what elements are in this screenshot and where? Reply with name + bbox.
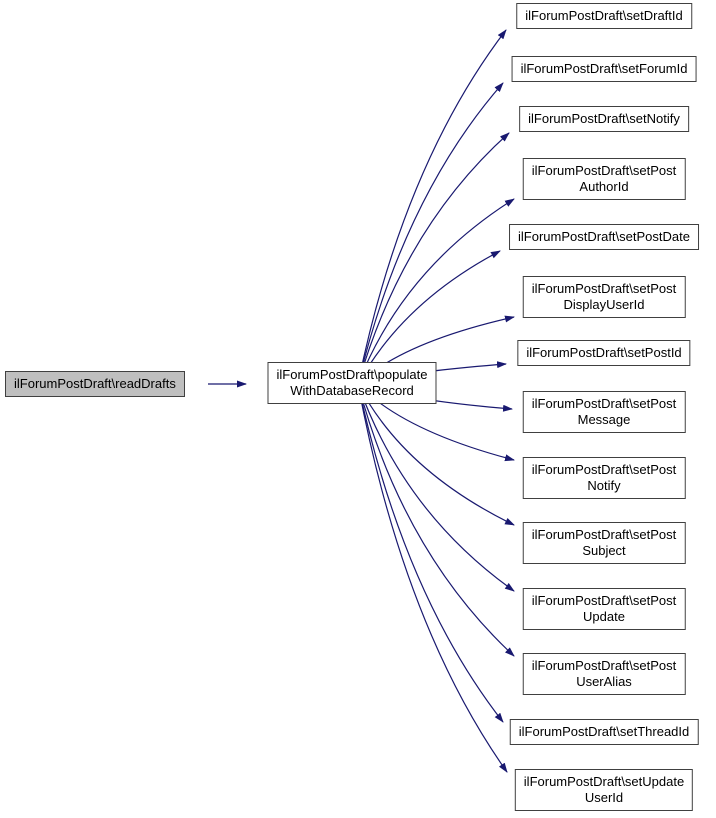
node-setPostSubject[interactable]: ilForumPostDraft\setPost Subject <box>522 522 686 564</box>
node-setPostNotify[interactable]: ilForumPostDraft\setPost Notify <box>522 457 686 499</box>
node-setPostAuthorId[interactable]: ilForumPostDraft\setPost AuthorId <box>522 158 686 200</box>
node-setForumId[interactable]: ilForumPostDraft\setForumId <box>511 56 697 82</box>
node-setThreadId[interactable]: ilForumPostDraft\setThreadId <box>509 719 699 745</box>
node-setPostId[interactable]: ilForumPostDraft\setPostId <box>517 340 691 366</box>
node-setUpdateUserId[interactable]: ilForumPostDraft\setUpdate UserId <box>514 769 694 811</box>
call-edge-setNotify <box>357 132 510 385</box>
node-setPostDate[interactable]: ilForumPostDraft\setPostDate <box>509 224 699 250</box>
call-edge-setPostSubject <box>357 383 515 526</box>
node-setPostUserAlias[interactable]: ilForumPostDraft\setPost UserAlias <box>522 653 686 695</box>
node-setPostUpdate[interactable]: ilForumPostDraft\setPost Update <box>522 588 686 630</box>
node-setNotify[interactable]: ilForumPostDraft\setNotify <box>519 106 689 132</box>
call-edge-setUpdateUserId <box>357 383 508 773</box>
call-edge-setDraftId <box>357 29 507 385</box>
call-edge-setPostAuthorId <box>357 198 515 385</box>
node-setDraftId[interactable]: ilForumPostDraft\setDraftId <box>516 3 692 29</box>
call-edge-setForumId <box>357 82 504 385</box>
node-setPostMessage[interactable]: ilForumPostDraft\setPost Message <box>522 391 686 433</box>
call-edge-setPostUserAlias <box>357 383 515 657</box>
node-populateWithDatabaseRecord[interactable]: ilForumPostDraft\populate WithDatabaseRe… <box>267 362 437 404</box>
call-edge-setPostUpdate <box>357 383 515 592</box>
node-readDrafts[interactable]: ilForumPostDraft\readDrafts <box>5 371 185 397</box>
node-setPostDisplayUserId[interactable]: ilForumPostDraft\setPost DisplayUserId <box>522 276 686 318</box>
call-edge-setThreadId <box>357 383 504 723</box>
